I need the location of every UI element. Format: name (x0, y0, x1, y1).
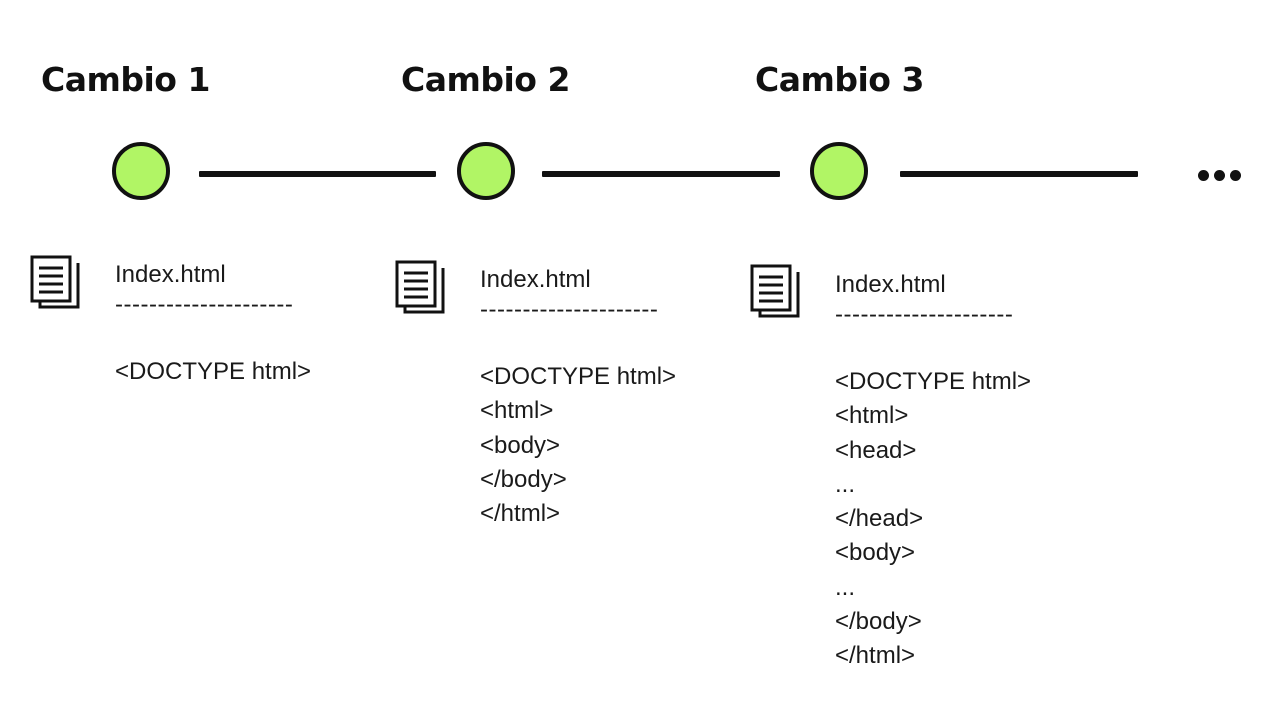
change-title-1: Cambio 1 (41, 60, 210, 99)
code-line: <head> (835, 436, 917, 464)
code-line: ... (835, 470, 856, 498)
code-line: </body> (480, 465, 567, 493)
code-line: <html> (835, 402, 909, 430)
change-title-2: Cambio 2 (401, 60, 570, 99)
file-name: Index.html (480, 266, 591, 293)
file-name: Index.html (115, 261, 226, 288)
document-icon (30, 255, 80, 309)
code-line: <body> (835, 539, 916, 567)
commit-node-2 (457, 142, 515, 200)
file-block-2: Index.html --------------------- <DOCTYP… (480, 265, 676, 531)
code-line: <DOCTYPE html> (835, 368, 1032, 395)
code-line: <DOCTYPE html> (480, 363, 677, 390)
commit-node-1 (112, 142, 170, 200)
code-line: </html> (480, 500, 561, 528)
document-icon (395, 260, 445, 314)
timeline-connector-3 (900, 171, 1138, 177)
file-name: Index.html (835, 271, 946, 298)
code-block: <DOCTYPE html> <html> <body> </body> </h… (480, 360, 676, 531)
code-line: <html> (480, 397, 554, 425)
document-icon (750, 264, 800, 318)
separator: --------------------- (480, 296, 659, 323)
code-line: </body> (835, 608, 922, 636)
code-line: ... (835, 573, 856, 601)
ellipsis-icon (1198, 170, 1241, 181)
file-block-1: Index.html --------------------- <DOCTYP… (115, 260, 311, 389)
code-line: <DOCTYPE html> (115, 358, 312, 385)
commit-node-3 (810, 142, 868, 200)
timeline-connector-2 (542, 171, 780, 177)
code-block: <DOCTYPE html> (115, 355, 311, 389)
code-line: <body> (480, 431, 561, 459)
file-block-3: Index.html --------------------- <DOCTYP… (835, 270, 1031, 674)
separator: --------------------- (835, 301, 1014, 328)
code-block: <DOCTYPE html> <html> <head> ... </head>… (835, 365, 1031, 674)
code-line: </html> (835, 642, 916, 670)
timeline-connector-1 (199, 171, 436, 177)
code-line: </head> (835, 505, 924, 533)
separator: --------------------- (115, 291, 294, 318)
change-title-3: Cambio 3 (755, 60, 924, 99)
